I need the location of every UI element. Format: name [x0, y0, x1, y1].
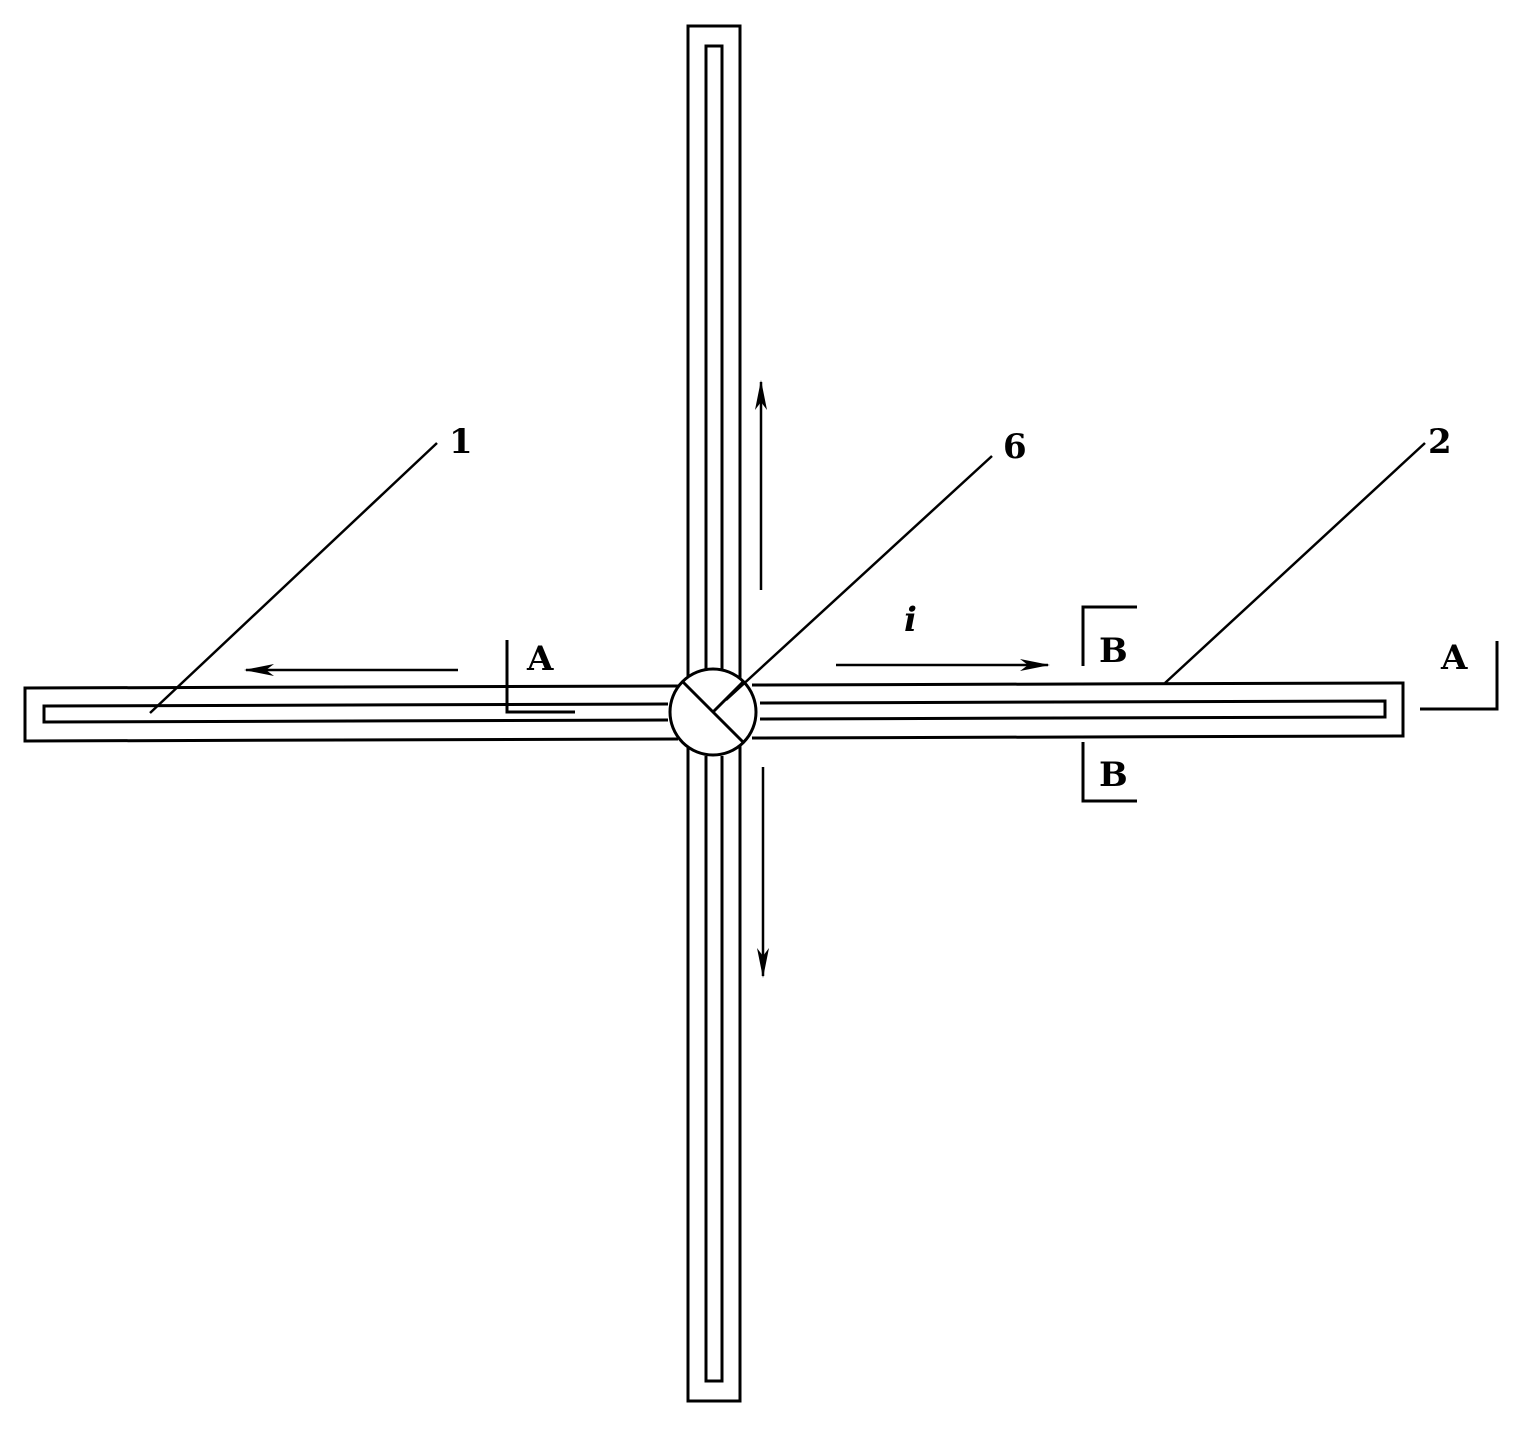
- leader-line-2: [1164, 442, 1426, 684]
- label-current: i: [904, 600, 917, 640]
- section-a-right-marker: [1420, 641, 1499, 711]
- label-section-a-left: A: [526, 639, 554, 679]
- leader-lines: [149, 442, 1426, 714]
- label-part-6: 6: [1003, 427, 1027, 467]
- leader-line-6: [725, 455, 993, 701]
- section-markers: [505, 605, 1499, 803]
- label-part-1: 1: [449, 422, 473, 462]
- section-a-left-marker: [505, 640, 575, 714]
- horizontal-arm-left: [23, 684, 679, 743]
- label-section-a-right: A: [1440, 638, 1468, 678]
- feed-point: [668, 667, 758, 757]
- label-section-b-top: B: [1099, 631, 1128, 671]
- section-b-bottom-marker: [1081, 742, 1137, 803]
- vertical-arm-top: [686, 24, 742, 684]
- label-section-b-bottom: B: [1099, 755, 1128, 795]
- current-arrows: [244, 380, 1050, 978]
- section-b-top-marker: [1081, 605, 1137, 666]
- vertical-arm-bottom: [686, 740, 742, 1403]
- leader-line-1: [149, 442, 438, 714]
- label-part-2: 2: [1428, 422, 1452, 462]
- horizontal-arm-right: [751, 681, 1405, 740]
